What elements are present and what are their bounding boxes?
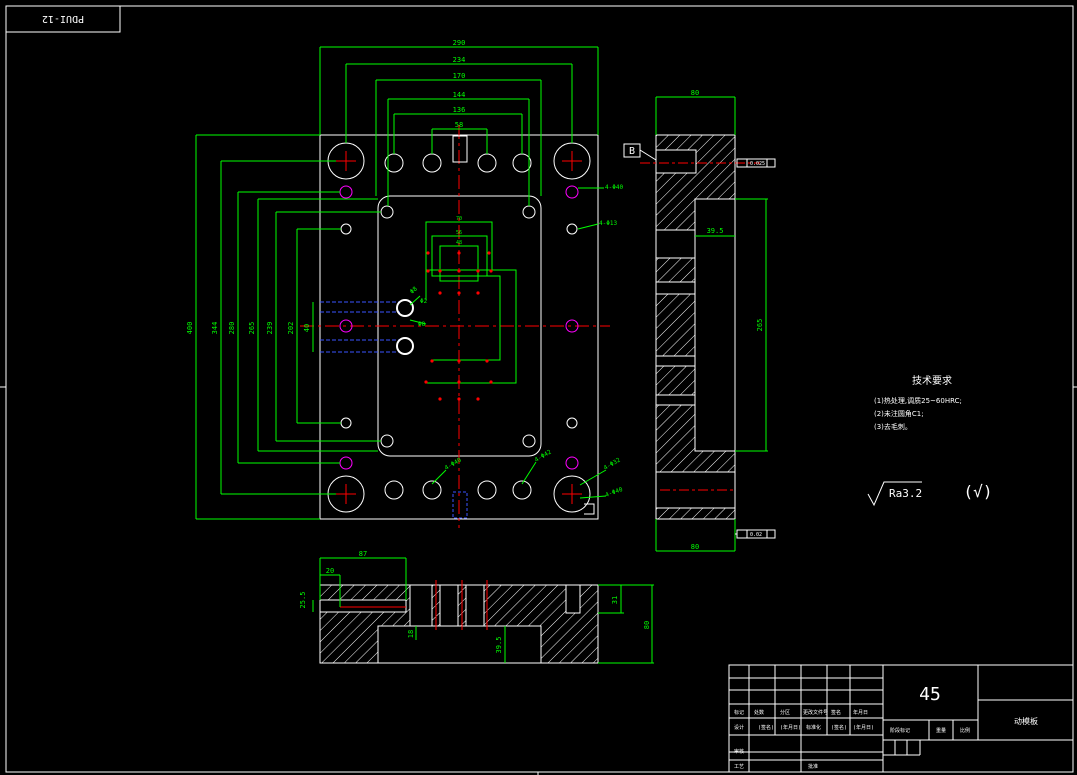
- tb-row2-2: (签名): [758, 724, 774, 731]
- tb-stage-1: 阶段标记: [890, 727, 910, 734]
- sec-dim-87: 87: [359, 550, 367, 558]
- dim-265: 265: [248, 322, 256, 335]
- svg-text:B: B: [629, 146, 635, 157]
- callout-1: 4-Φ40: [605, 184, 623, 191]
- side-dim-top: 80: [691, 89, 699, 97]
- tolerance-top: 0.025: [750, 161, 765, 167]
- callout-3: 4-Φ32: [603, 456, 622, 471]
- callout-8: Φ2: [420, 298, 428, 305]
- tb-label-5: 签名: [831, 709, 841, 716]
- dim-290: 290: [453, 39, 466, 47]
- svg-text:(√): (√): [964, 482, 993, 501]
- tb-label-1: 标记: [734, 709, 744, 716]
- dim-202: 202: [287, 322, 295, 335]
- ejector-pin-grid: [425, 221, 517, 384]
- callout-4: 4-Φ40: [604, 486, 624, 499]
- dim-48: 48: [456, 240, 462, 246]
- sec-dim-18: 18: [407, 630, 415, 638]
- magenta-holes: [339, 185, 579, 470]
- tolerance-bottom: 0.02: [750, 532, 762, 538]
- dim-400: 400: [186, 322, 194, 335]
- section-view: 87 20 25.5 31 80 18 39.5: [299, 550, 654, 664]
- sec-dim-31: 31: [611, 596, 619, 604]
- tech-title: 技术要求: [912, 374, 952, 387]
- dim-239: 239: [266, 322, 274, 335]
- tech-requirements: 技术要求 (1)热处理,调质25~60HRC; (2)未注圆角C1; (3)去毛…: [874, 374, 962, 431]
- sec-dim-80: 80: [643, 621, 651, 629]
- tb-row2-4: 标准化: [806, 724, 821, 731]
- callout-6: 4-Φ42: [534, 448, 553, 463]
- callout-5: 4-Φ40: [444, 456, 463, 471]
- tb-label-6: 年月日: [853, 709, 868, 716]
- roughness-symbol: Ra3.2 (√): [867, 481, 993, 507]
- tb-label-4: 更改文件号: [803, 709, 828, 716]
- tb-row2-1: 设计: [734, 724, 744, 731]
- tb-row4-1: 工艺: [734, 764, 744, 770]
- tech-line-3: (3)去毛刺。: [874, 422, 912, 431]
- dim-56: 56: [456, 230, 462, 236]
- dim-170: 170: [453, 72, 466, 80]
- dim-70: 70: [456, 216, 462, 222]
- tb-row2-5: (签名): [831, 724, 847, 731]
- title-block: [728, 664, 1074, 773]
- callout-2: 4-Φ13: [599, 220, 617, 227]
- side-view: 80 80 39.5 265 B 0.025 0.02: [623, 89, 776, 552]
- dim-136: 136: [453, 106, 466, 114]
- svg-text:Ra3.2: Ra3.2: [889, 487, 922, 500]
- side-dim-pocket: 265: [756, 319, 764, 332]
- dim-40: 40: [303, 324, 311, 332]
- dim-344: 344: [211, 322, 219, 335]
- drawing-frame: [5, 5, 1074, 773]
- top-view: 290 234 170 144 136 58 70 56 48: [186, 39, 624, 528]
- tech-line-2: (2)未注圆角C1;: [874, 409, 924, 418]
- sec-dim-25-5: 25.5: [299, 592, 307, 609]
- tech-line-1: (1)热处理,调质25~60HRC;: [874, 396, 962, 405]
- tb-label-2: 处数: [754, 709, 764, 716]
- top-row-holes: [384, 153, 532, 500]
- dim-58: 58: [455, 121, 463, 129]
- dim-234: 234: [453, 56, 466, 64]
- tb-row3-1: 审核: [734, 748, 744, 755]
- drawing-code-text: PDUI-12: [42, 13, 84, 24]
- callout-9: Φ8: [418, 321, 426, 328]
- tb-row2-6: (年月日): [853, 724, 874, 731]
- sec-dim-20: 20: [326, 567, 334, 575]
- side-dim-depth: 39.5: [707, 227, 724, 235]
- dim-144: 144: [453, 91, 466, 99]
- sec-dim-39-5: 39.5: [495, 637, 503, 654]
- tb-row2-3: (年月日): [780, 724, 801, 731]
- tb-label-3: 分区: [780, 709, 790, 716]
- drawing-code-box: PDUI-12: [5, 5, 121, 33]
- tb-stage-3: 比例: [960, 727, 970, 734]
- callout-7: Φ8: [409, 285, 419, 295]
- material-text: 45: [919, 684, 941, 705]
- tb-row4-2: 批准: [808, 763, 818, 770]
- dim-280: 280: [228, 322, 236, 335]
- part-name-text: 动模板: [1014, 716, 1038, 726]
- tb-stage-2: 重量: [936, 727, 946, 734]
- datum-b: B: [623, 143, 657, 161]
- side-dim-bottom: 80: [691, 543, 699, 551]
